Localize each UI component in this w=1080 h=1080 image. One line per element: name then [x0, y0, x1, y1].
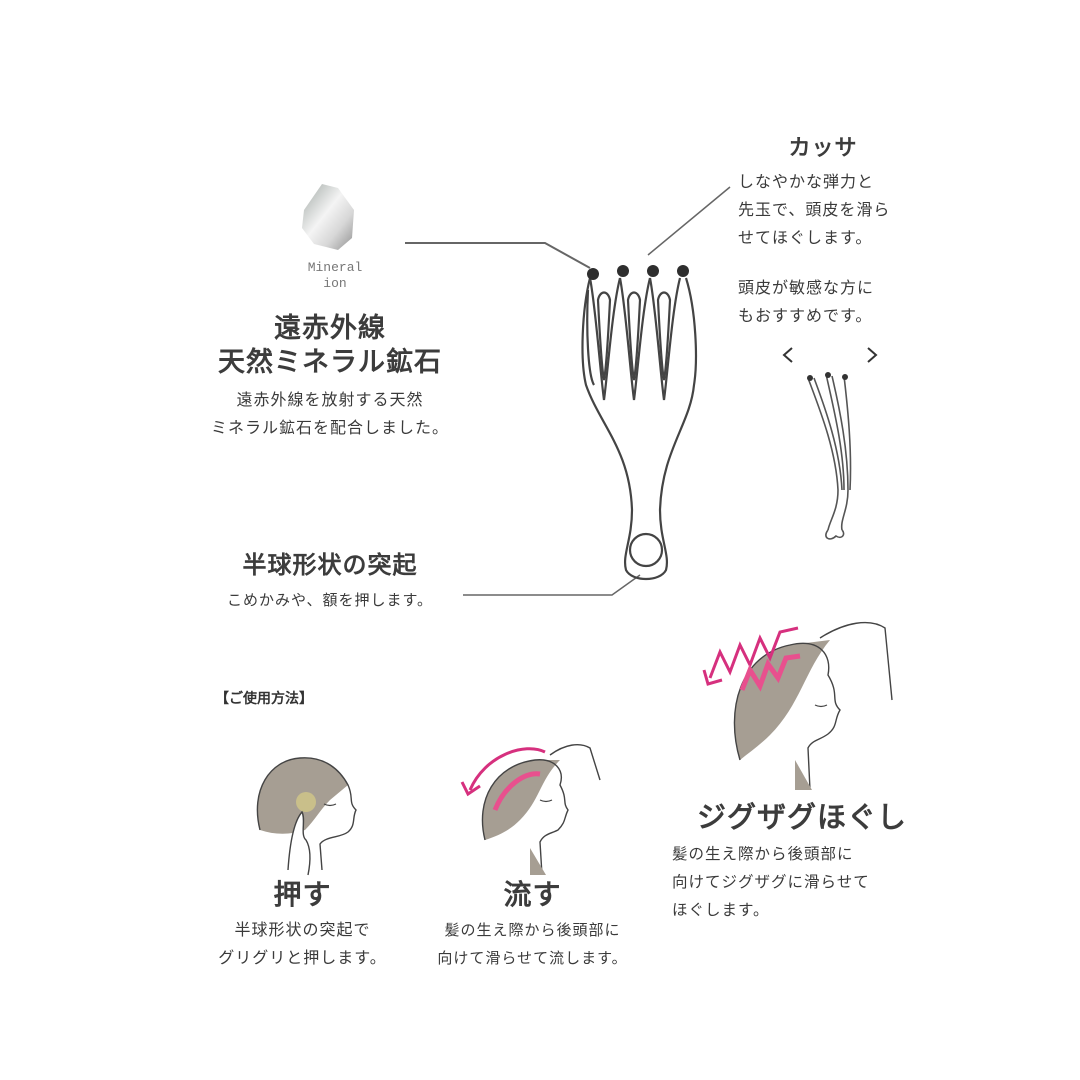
usage-step-zigzag-desc-2: 向けてジグザグに滑らせて	[672, 873, 870, 891]
feature-mineral-desc-2: ミネラル鉱石を配合しました。	[210, 418, 449, 437]
usage-step-flow-title: 流す	[503, 878, 562, 911]
feature-mineral-desc-1: 遠赤外線を放射する天然	[236, 390, 424, 409]
feature-kassa-desc-1: しなやかな弾力と	[738, 172, 875, 191]
feature-kassa-desc-2: 先玉で、頭皮を滑ら	[738, 200, 891, 219]
zigzag-illustration	[702, 621, 893, 791]
feature-kassa-note-1: 頭皮が敏感な方に	[738, 278, 875, 297]
feature-kassa-title: カッサ	[788, 136, 858, 161]
tip-ball	[647, 265, 659, 277]
tip-ball	[677, 265, 689, 277]
feature-kassa: カッサ しなやかな弾力と 先玉で、頭皮を滑ら せてほぐします。 頭皮が敏感な方に…	[738, 130, 958, 330]
massager-side-view	[807, 372, 852, 540]
usage-step-push-title: 押す	[273, 878, 332, 911]
usage-step-zigzag-desc-1: 髪の生え際から後頭部に	[672, 845, 854, 863]
feature-knob: 半球形状の突起 こめかみや、額を押します。	[205, 545, 455, 614]
feature-mineral-title-2: 天然ミネラル鉱石	[218, 347, 442, 378]
usage-step-push: 押す 半球形状の突起で グリグリと押します。	[195, 878, 410, 972]
usage-step-push-desc-1: 半球形状の突起で	[234, 920, 371, 939]
usage-step-zigzag-desc-3: ほぐします。	[672, 901, 770, 919]
feature-knob-desc: こめかみや、額を押します。	[226, 591, 434, 609]
usage-step-flow-desc-1: 髪の生え際から後頭部に	[444, 921, 621, 939]
feature-mineral-title-1: 遠赤外線	[274, 313, 386, 344]
usage-section-title: 【ご使用方法】	[215, 691, 313, 707]
flow-illustration	[460, 743, 601, 876]
mineral-ion-badge: Mineral ion	[280, 180, 390, 300]
flex-arrow-icon	[782, 347, 878, 363]
usage-step-flow: 流す 髪の生え際から後頭部に 向けて滑らせて流します。	[410, 878, 655, 972]
mineral-label-line1: Mineral	[307, 260, 363, 275]
feature-kassa-desc-3: せてほぐします。	[738, 228, 873, 247]
usage-step-flow-desc-2: 向けて滑らせて流します。	[437, 949, 628, 967]
usage-step-zigzag-title: ジグザグほぐし	[696, 800, 907, 834]
tip-ball	[617, 265, 629, 277]
push-illustration	[256, 757, 357, 876]
tip-ball	[587, 268, 599, 280]
feature-knob-title: 半球形状の突起	[242, 551, 418, 579]
feature-mineral: 遠赤外線 天然ミネラル鉱石 遠赤外線を放射する天然 ミネラル鉱石を配合しました。	[195, 312, 465, 442]
usage-step-push-desc-2: グリグリと押します。	[218, 948, 387, 967]
mineral-label-line2: ion	[323, 276, 347, 291]
head-massager-illustration	[581, 265, 697, 581]
mineral-stone-icon	[302, 184, 354, 250]
usage-step-zigzag: ジグザグほぐし 髪の生え際から後頭部に 向けてジグザグに滑らせて ほぐします。	[672, 800, 932, 924]
feature-kassa-note-2: もおすすめです。	[738, 306, 873, 325]
